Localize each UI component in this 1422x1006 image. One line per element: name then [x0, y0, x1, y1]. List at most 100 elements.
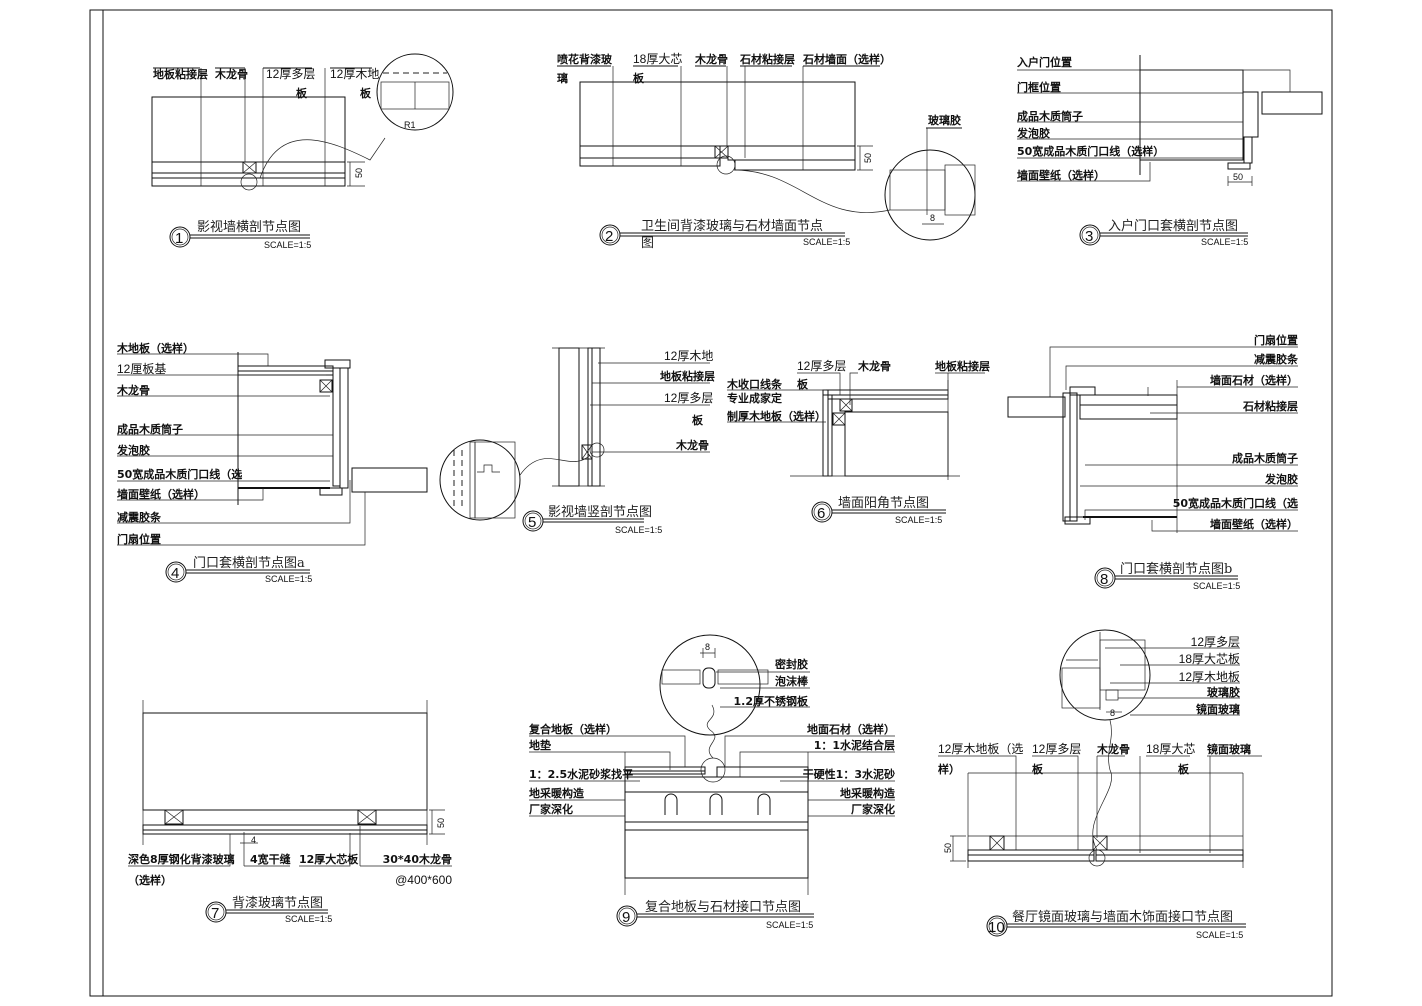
label: 50宽成品木质门口线（选	[1173, 496, 1298, 510]
label: 成品木质筒子	[117, 422, 183, 436]
label: 木龙骨	[1096, 742, 1130, 756]
label: 1：1水泥结合层	[814, 738, 895, 752]
label: 板	[797, 377, 809, 391]
label: 18厚大芯板	[1179, 652, 1240, 666]
detail-title: 餐厅镜面玻璃与墙面木饰面接口节点图	[1012, 909, 1233, 925]
label: 发泡胶	[1016, 126, 1050, 140]
detail-number: 2	[605, 228, 613, 245]
label: 石材粘接层	[739, 52, 795, 66]
scale-label: SCALE=1:5	[265, 574, 312, 584]
label: 入户门位置	[1017, 55, 1072, 69]
label: 干硬性1：3水泥砂	[803, 767, 895, 781]
detail-number: 10	[988, 919, 1005, 936]
label: 12厚多层	[797, 359, 846, 373]
wood-joist-icon	[242, 161, 257, 174]
label: 18厚大芯	[633, 52, 682, 66]
detail-title: 卫生间背漆玻璃与石材墙面节点	[641, 218, 823, 234]
dimension: 8	[930, 213, 935, 223]
label: 减震胶条	[1254, 352, 1299, 366]
scale-label: SCALE=1:5	[1193, 581, 1240, 591]
label: 板	[1178, 762, 1190, 776]
label: 泡沫棒	[775, 674, 809, 688]
detail-title-continued: 图	[641, 236, 654, 251]
label: 50宽成品木质门口线（选样）	[1017, 144, 1164, 158]
dimension: 50	[1233, 172, 1243, 182]
label: 玻璃胶	[1207, 685, 1240, 699]
label: 制厚木地板（选样）	[727, 409, 826, 423]
label: 木收口线条	[726, 377, 783, 391]
detail-2: 喷花背漆玻 璃 18厚大芯 板 木龙骨 石材粘接层 石材墙面（选样） 50 玻璃…	[557, 52, 976, 241]
label: 复合地板（选样）	[528, 722, 617, 736]
detail-10: 50 12厚木地板（选 样） 12厚多层 板 木龙骨 18厚大芯 板 镜面玻璃 …	[938, 629, 1262, 868]
label: 板	[633, 71, 645, 85]
label: 地采暖构造	[529, 786, 585, 800]
label: 镜面玻璃	[1196, 702, 1240, 716]
dimension: 8	[705, 642, 710, 652]
scale-label: SCALE=1:5	[285, 914, 332, 924]
label: 12厚木地	[330, 67, 379, 81]
scale-label: SCALE=1:5	[1196, 930, 1243, 940]
label: 4宽干缝	[250, 852, 291, 866]
label: 厂家深化	[851, 802, 895, 816]
detail-title: 墙面阳角节点图	[838, 496, 929, 511]
label: 地垫	[529, 738, 551, 752]
scale-label: SCALE=1:5	[803, 237, 850, 247]
label: 木龙骨	[694, 52, 728, 66]
label: 12厚多层	[664, 391, 713, 405]
scale-label: SCALE=1:5	[1201, 237, 1248, 247]
title-block-5: 5 影视墙竖剖节点图 SCALE=1:5	[522, 505, 662, 535]
label: 门扇位置	[1254, 333, 1298, 347]
label: 18厚大芯	[1146, 742, 1195, 756]
dimension: 50	[943, 843, 953, 853]
detail-title: 复合地板与石材接口节点图	[645, 899, 801, 915]
label: 木龙骨	[675, 438, 709, 452]
detail-number: 3	[1085, 228, 1093, 245]
scale-label: SCALE=1:5	[264, 240, 311, 250]
label: 12厚多层	[1191, 635, 1240, 649]
label: 地板粘接层	[935, 359, 990, 373]
title-block-1: 1 影视墙横剖节点图 SCALE=1:5	[169, 220, 311, 250]
label: 木龙骨	[857, 359, 891, 373]
detail-title: 影视墙横剖节点图	[197, 220, 301, 235]
label: 50宽成品木质门口线（选	[117, 467, 242, 481]
title-block-3: 3 入户门口套横剖节点图 SCALE=1:5	[1079, 218, 1248, 247]
dimension: 50	[863, 153, 873, 163]
label: 减震胶条	[117, 510, 162, 524]
label: 成品木质筒子	[1232, 451, 1298, 465]
sheet-border	[89, 9, 1333, 997]
dimension: 50	[436, 818, 446, 828]
label: 样）	[938, 762, 960, 776]
title-block-6: 6 墙面阳角节点图 SCALE=1:5	[811, 496, 946, 525]
detail-7: 50 4 深色8厚钢化背漆玻璃 （选样） 4宽干缝 12厚大芯板 30*40木龙…	[128, 700, 452, 887]
label: 专业成家定	[727, 391, 782, 405]
label: 1：2.5水泥砂浆找平	[529, 767, 633, 781]
detail-5: 12厚木地 地板粘接层 12厚多层 板 木龙骨	[439, 347, 715, 521]
title-block-7: 7 背漆玻璃节点图 SCALE=1:5	[205, 895, 332, 924]
scale-label: SCALE=1:5	[895, 515, 942, 525]
label: 12厚木地	[664, 349, 713, 363]
detail-callout	[1059, 629, 1151, 721]
detail-title: 入户门口套横剖节点图	[1108, 218, 1238, 234]
detail-title: 门口套横剖节点图b	[1120, 561, 1232, 577]
detail-3: 入户门位置 门框位置 成品木质筒子 发泡胶 50宽成品木质门口线（选样） 墙面壁…	[1016, 55, 1323, 186]
label: 30*40木龙骨	[383, 852, 452, 866]
detail-title: 门口套横剖节点图a	[193, 555, 305, 571]
detail-title: 背漆玻璃节点图	[232, 895, 323, 911]
label: 发泡胶	[116, 443, 150, 457]
title-block-10: 10 餐厅镜面玻璃与墙面木饰面接口节点图 SCALE=1:5	[986, 909, 1246, 940]
label: 12厚木地板	[1179, 670, 1240, 684]
detail-number: 8	[1100, 571, 1108, 588]
label: 地面石材（选样）	[807, 722, 895, 736]
dimension: 4	[251, 835, 256, 845]
label: 板	[296, 86, 308, 100]
label: 板	[360, 86, 372, 100]
label: 镜面玻璃	[1207, 742, 1251, 756]
detail-number: 4	[171, 565, 179, 582]
label: 深色8厚钢化背漆玻璃	[128, 852, 235, 866]
label: 发泡胶	[1264, 472, 1298, 486]
label: 墙面石材（选样）	[1210, 373, 1298, 387]
label: 木龙骨	[116, 383, 150, 397]
label: 地板粘接层	[660, 369, 715, 383]
detail-1: 地板粘接层 木龙骨 12厚多层 板 12厚木地 板 50 R1	[151, 53, 454, 191]
